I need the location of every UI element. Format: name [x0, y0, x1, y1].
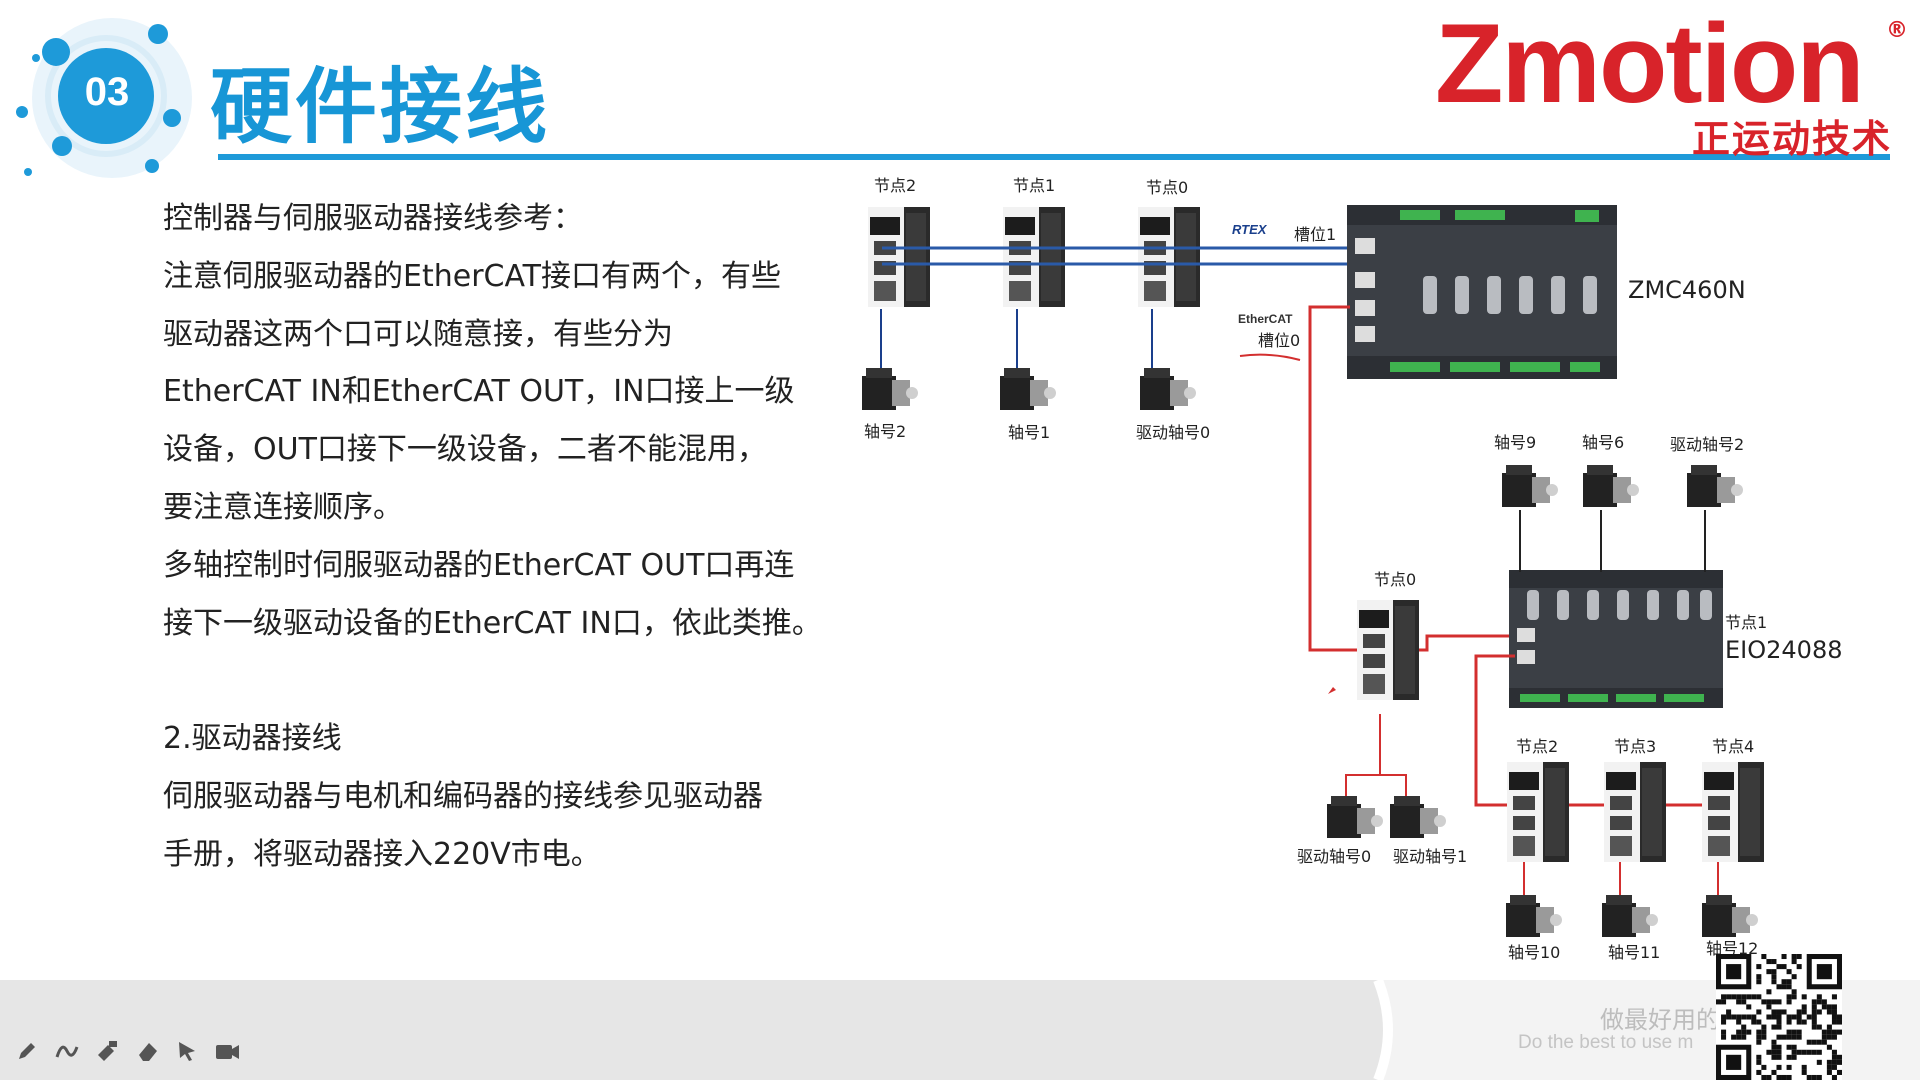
- body-line: 注意伺服驱动器的EtherCAT接口有两个，有些: [163, 258, 781, 294]
- driver-node0: [1138, 207, 1200, 307]
- eio-label: EIO24088: [1725, 636, 1842, 664]
- section-badge: [16, 18, 192, 178]
- body-line: 驱动器这两个口可以随意接，有些分为: [163, 316, 673, 352]
- axis-label: 轴号2: [864, 422, 906, 441]
- node-label: 节点2: [1516, 737, 1558, 756]
- axis-label: 驱动轴号2: [1670, 435, 1744, 454]
- title-divider: [218, 154, 1890, 160]
- body-line: 设备，OUT口接下一级设备，二者不能混用，: [163, 432, 767, 468]
- footer-slogan-cn: 做最好用的: [1600, 1006, 1720, 1034]
- axis-label: 驱动轴号0: [1297, 847, 1371, 866]
- body-line: 伺服驱动器与电机和编码器的接线参见驱动器: [163, 778, 763, 814]
- annotation-toolbar: [14, 1038, 240, 1068]
- node-label: 节点2: [874, 176, 916, 195]
- axis-label: 驱动轴号0: [1136, 423, 1210, 442]
- motor-axis12: [1702, 895, 1758, 937]
- driver-node1: [1003, 207, 1065, 307]
- axis-label: 轴号10: [1508, 943, 1560, 962]
- slot0-label: 槽位0: [1258, 331, 1300, 350]
- node-label: 节点4: [1712, 737, 1754, 756]
- pen-icon[interactable]: [14, 1038, 40, 1064]
- driver-node2: [868, 207, 930, 307]
- section-number: 03: [84, 70, 130, 114]
- highlighter-icon[interactable]: [94, 1038, 120, 1064]
- body-line: EtherCAT IN和EtherCAT OUT，IN口接上一级: [163, 374, 795, 410]
- axis-label: 轴号1: [1008, 423, 1050, 442]
- rtex-logo: RTEX: [1232, 222, 1268, 237]
- axis-label: 轴号11: [1608, 943, 1660, 962]
- pointer-icon[interactable]: [174, 1038, 200, 1064]
- body-line: 手册，将驱动器接入220V市电。: [163, 836, 601, 872]
- motor-axis1: [1000, 368, 1056, 410]
- footer-slogan-en: Do the best to use m: [1518, 1032, 1694, 1053]
- node-label: 节点1: [1013, 176, 1055, 195]
- logo-registered-mark: ®: [1886, 18, 1908, 43]
- motor-drive-axis0: [1140, 368, 1196, 410]
- motor-mid-axis1: [1390, 796, 1446, 838]
- qr-code: [1716, 954, 1842, 1080]
- eio24088-module: [1509, 570, 1723, 708]
- motor-axis6: [1583, 465, 1639, 507]
- body-line: 控制器与伺服驱动器接线参考：: [163, 201, 583, 236]
- controller-label: ZMC460N: [1628, 276, 1746, 304]
- driver-mid-node0: [1357, 600, 1419, 700]
- eraser-icon[interactable]: [134, 1038, 160, 1064]
- axis-label: 驱动轴号1: [1393, 847, 1467, 866]
- ethercat-logo: EtherCAT: [1238, 312, 1293, 326]
- controller-zmc460n: [1347, 205, 1617, 379]
- curve-icon[interactable]: [54, 1038, 80, 1064]
- logo-subtitle: 正运动技术: [1692, 117, 1893, 161]
- body-line: 多轴控制时伺服驱动器的EtherCAT OUT口再连: [163, 547, 795, 583]
- driver-node2-bottom: [1507, 762, 1569, 862]
- axis-label: 轴号6: [1582, 433, 1624, 452]
- motor-axis2: [862, 368, 918, 410]
- driver-node4: [1702, 762, 1764, 862]
- axis-label: 轴号12: [1706, 939, 1758, 958]
- slot1-label: 槽位1: [1294, 225, 1336, 244]
- camera-icon[interactable]: [214, 1038, 240, 1064]
- body-text: 控制器与伺服驱动器接线参考： 注意伺服驱动器的EtherCAT接口有两个，有些 …: [163, 190, 863, 884]
- logo: Zmotion: [1435, 1, 1865, 126]
- motor-axis9: [1502, 465, 1558, 507]
- page-title: 硬件接线: [210, 60, 551, 155]
- motor-axis11: [1602, 895, 1658, 937]
- node-label: 节点1: [1725, 613, 1767, 632]
- driver-node3: [1604, 762, 1666, 862]
- motor-mid-axis0: [1327, 796, 1383, 838]
- axis-label: 轴号9: [1494, 433, 1536, 452]
- motor-drive-axis2: [1687, 465, 1743, 507]
- node-label: 节点0: [1146, 178, 1188, 197]
- node-label: 节点0: [1374, 570, 1416, 589]
- body-line: 2.驱动器接线: [163, 721, 342, 757]
- node-label: 节点3: [1614, 737, 1656, 756]
- body-line: 要注意连接顺序。: [163, 489, 403, 525]
- motor-axis10: [1506, 895, 1562, 937]
- body-line: 接下一级驱动设备的EtherCAT IN口，依此类推。: [163, 605, 822, 641]
